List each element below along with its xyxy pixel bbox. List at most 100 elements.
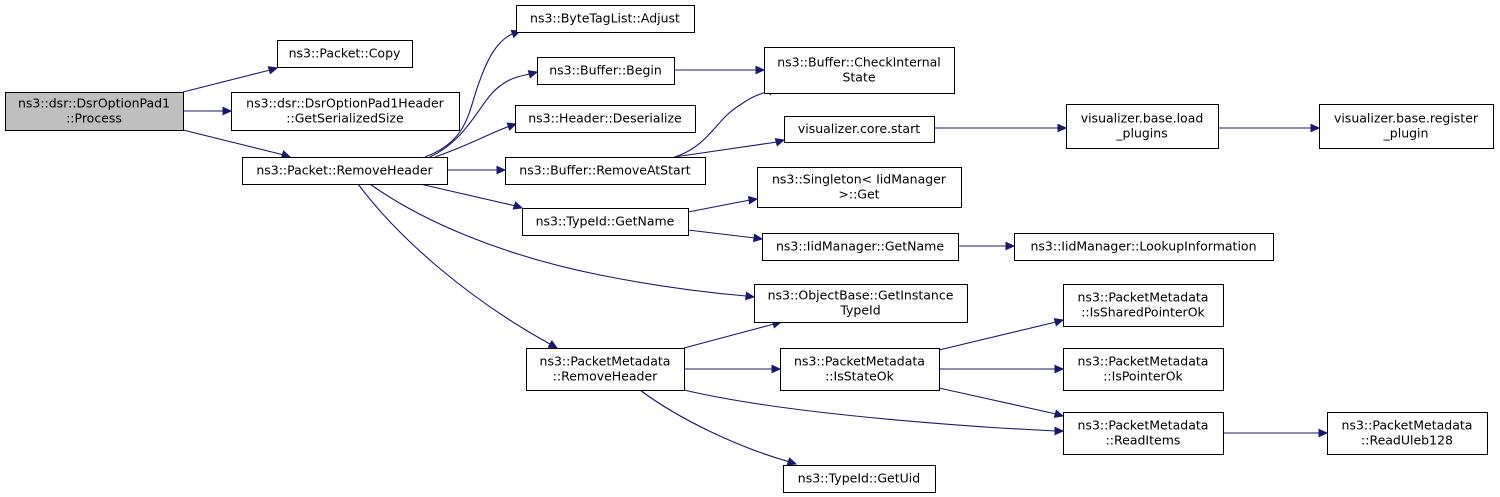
node-box: [764, 47, 955, 94]
edge-visualizer_core_start-to-visualizer_load_plugins: [934, 123, 1068, 133]
arrowhead-icon: [496, 165, 507, 175]
node-packetmetadata-readuleb128[interactable]: ns3::PacketMetadata::ReadUleb128: [1327, 412, 1488, 455]
node-label: ns3::TypeId::GetUid: [798, 471, 920, 486]
arrowhead-icon: [755, 65, 766, 75]
node-label: _plugins: [1115, 126, 1167, 141]
node-label: TypeId: [839, 303, 880, 318]
node-typeid-getname[interactable]: ns3::TypeId::GetName: [522, 208, 689, 236]
node-label: ::IsSharedPointerOk: [1081, 305, 1205, 320]
node-label: ns3::TypeId::GetName: [536, 214, 675, 229]
arrowhead-icon: [280, 150, 292, 159]
node-label: ::Process: [66, 111, 122, 126]
node-iidmanager-lookupinformation[interactable]: ns3::IidManager::LookupInformation: [1014, 233, 1274, 261]
node-box: [526, 348, 685, 391]
node-bytetaglist-adjust[interactable]: ns3::ByteTagList::Adjust: [516, 5, 695, 33]
node-packet-copy[interactable]: ns3::Packet::Copy: [277, 40, 413, 68]
node-packetmetadata-removeheader[interactable]: ns3::PacketMetadata::RemoveHeader: [526, 348, 685, 391]
edge-process-to-packet_copy: [182, 66, 279, 93]
edge-packetmetadata_isstateok-to-packetmetadata_ispointerok: [939, 364, 1065, 374]
node-label: ns3::Buffer::Begin: [549, 63, 662, 78]
arrowhead-icon: [527, 70, 539, 79]
edge-buffer_begin-to-buffer_checkinternalstate: [674, 65, 766, 75]
node-label: ns3::Header::Deserialize: [528, 111, 682, 126]
edge-packetmetadata_readitems-to-packetmetadata_readuleb128: [1223, 428, 1329, 438]
node-label: ::IsStateOk: [825, 369, 895, 384]
node-label: ns3::Singleton< IidManager: [772, 172, 947, 187]
node-label: State: [842, 70, 875, 85]
node-iidmanager-getname[interactable]: ns3::IidManager::GetName: [762, 233, 959, 261]
node-packetmetadata-readitems[interactable]: ns3::PacketMetadata::ReadItems: [1063, 412, 1224, 455]
edge-typeid_getname-to-singleton_get: [687, 195, 759, 213]
node-pad1-header-size[interactable]: ns3::dsr::DsrOptionPad1Header::GetSerial…: [231, 92, 460, 131]
node-box: [522, 208, 689, 236]
node-visualizer-core-start[interactable]: visualizer.core.start: [784, 116, 935, 143]
node-packetmetadata-ispointerok[interactable]: ns3::PacketMetadata::IsPointerOk: [1063, 348, 1224, 391]
node-box: [1063, 348, 1224, 391]
node-label: ns3::dsr::DsrOptionPad1Header: [246, 96, 444, 111]
node-box: [1327, 412, 1488, 455]
node-packet-remove-header[interactable]: ns3::Packet::RemoveHeader: [242, 157, 448, 185]
node-singleton-get[interactable]: ns3::Singleton< IidManager >::Get: [757, 167, 962, 208]
node-box: [231, 92, 460, 131]
node-label: ns3::PacketMetadata: [794, 354, 925, 369]
node-box: [5, 92, 184, 131]
edge-packetmetadata_isstateok-to-packetmetadata_readitems: [938, 387, 1065, 418]
node-typeid-getuid[interactable]: ns3::TypeId::GetUid: [783, 465, 936, 493]
edge-packetmetadata_isstateok-to-packetmetadata_issharedpointerok: [938, 318, 1065, 351]
node-label: ::ReadItems: [1106, 433, 1181, 448]
edge-process-to-packet_remove_header: [182, 129, 292, 159]
node-box: [762, 233, 959, 261]
arrowhead-icon: [222, 106, 233, 116]
node-box: [515, 105, 696, 133]
node-box: [1063, 284, 1224, 327]
node-label: ns3::PacketMetadata: [1342, 418, 1473, 433]
node-box: [754, 284, 968, 323]
node-label: visualizer.core.start: [798, 121, 920, 136]
node-label: _plugin: [1383, 126, 1429, 141]
arrowhead-icon: [747, 195, 759, 205]
arrowhead-icon: [267, 66, 279, 75]
node-packetmetadata-isstateok[interactable]: ns3::PacketMetadata::IsStateOk: [780, 348, 940, 391]
edge-iidmanager_getname-to-iidmanager_lookupinformation: [958, 241, 1016, 251]
node-label: ::GetSerializedSize: [286, 111, 404, 126]
call-graph-edges: [182, 29, 1329, 466]
node-label: ns3::ByteTagList::Adjust: [530, 11, 680, 26]
arrowhead-icon: [774, 138, 786, 147]
arrowhead-icon: [771, 364, 782, 374]
node-packetmetadata-issharedpointerok[interactable]: ns3::PacketMetadata::IsSharedPointerOk: [1063, 284, 1224, 327]
node-label: ns3::PacketMetadata: [1078, 354, 1209, 369]
edge-buffer_remove_at_start-to-visualizer_core_start: [673, 138, 786, 158]
node-box: [1319, 104, 1494, 149]
arrowhead-icon: [1005, 241, 1016, 251]
arrowhead-icon: [1054, 426, 1065, 436]
edge-packetmetadata_removeheader-to-packetmetadata_readitems: [683, 389, 1065, 436]
node-box: [757, 167, 962, 208]
edge-packet_remove_header-to-packetmetadata_removeheader: [357, 183, 559, 349]
node-label: ns3::IidManager::LookupInformation: [1030, 239, 1256, 254]
edge-typeid_getname-to-iidmanager_getname: [687, 229, 764, 243]
node-label: >::Get: [838, 187, 879, 202]
arrowhead-icon: [547, 339, 559, 349]
node-label: ::RemoveHeader: [553, 369, 659, 384]
node-visualizer-load-plugins[interactable]: visualizer.base.load_plugins: [1066, 104, 1219, 149]
node-label: ns3::PacketMetadata: [1078, 418, 1209, 433]
node-buffer-remove-at-start[interactable]: ns3::Buffer::RemoveAtStart: [505, 157, 706, 185]
arrowhead-icon: [1054, 364, 1065, 374]
node-box: [505, 157, 706, 185]
node-label: ns3::Buffer::RemoveAtStart: [519, 163, 691, 178]
arrowhead-icon: [752, 233, 764, 243]
node-box: [516, 5, 695, 33]
edge-packetmetadata_removeheader-to-typeid_getuid: [639, 389, 798, 466]
edge-packet_remove_header-to-buffer_begin: [429, 70, 539, 158]
edge-packetmetadata_removeheader-to-objectbase_getinstancetypeid: [683, 320, 783, 349]
node-buffer-begin[interactable]: ns3::Buffer::Begin: [537, 57, 675, 85]
node-label: ns3::PacketMetadata: [540, 354, 671, 369]
node-visualizer-register-plugin[interactable]: visualizer.base.register_plugin: [1319, 104, 1494, 149]
node-box: [780, 348, 940, 391]
node-box: [537, 57, 675, 85]
node-header-deserialize[interactable]: ns3::Header::Deserialize: [515, 105, 696, 133]
node-label: ns3::IidManager::GetName: [776, 239, 944, 254]
